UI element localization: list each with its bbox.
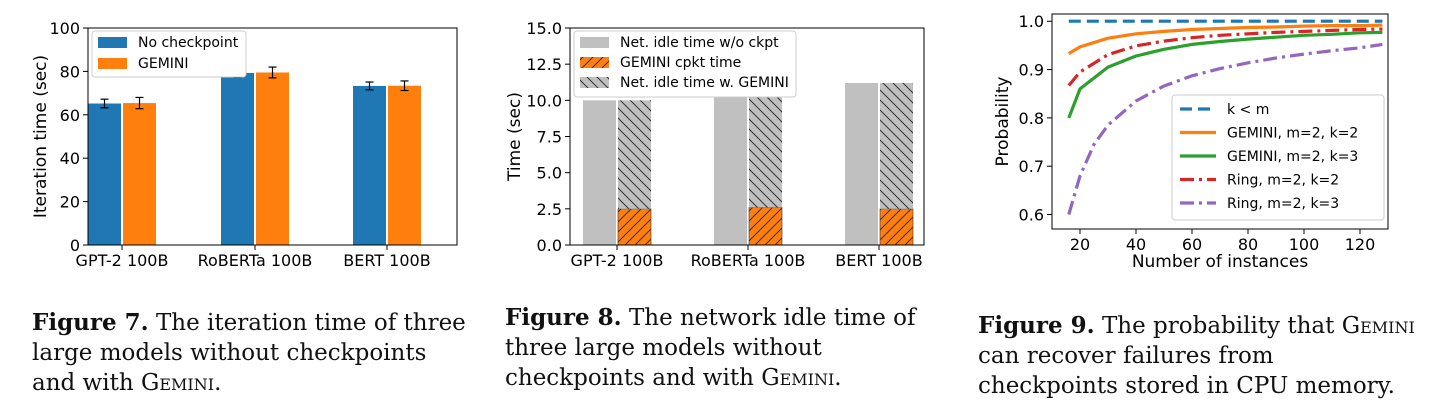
y-tick-label: 1.0 [1019, 12, 1044, 31]
y-tick-label: 15.0 [526, 19, 562, 38]
x-tick-label: 60 [1182, 235, 1202, 254]
legend-label: No checkpoint [138, 35, 239, 51]
legend-box [91, 30, 247, 78]
y-tick-label: 100 [49, 19, 80, 38]
bar-idle-without-ckpt [714, 75, 747, 246]
figure-9-caption: Figure 9. The probability that Gemini ca… [978, 311, 1418, 401]
line-series-3 [1067, 27, 1383, 87]
line-series-1 [1067, 23, 1383, 55]
legend-label: GEMINI [138, 56, 189, 72]
y-tick-label: 10.0 [526, 91, 562, 110]
x-tick-label: 100 [1289, 235, 1320, 254]
legend-label: GEMINI, m=2, k=3 [1227, 149, 1358, 165]
caption-label: Figure 7. [32, 309, 149, 336]
legend-label: Net. idle time w/o ckpt [620, 35, 779, 51]
plot-frame [87, 27, 458, 246]
bar-no-checkpoint [88, 103, 121, 246]
x-tick-label: BERT 100B [343, 251, 430, 270]
legend-label: Net. idle time w. GEMINI [620, 75, 789, 91]
y-tick-label: 2.5 [537, 200, 562, 219]
y-tick-label: 5.0 [537, 164, 562, 183]
y-axis-label: Time (sec) [505, 92, 525, 182]
bar-idle-with-gemini-hatch [618, 100, 651, 209]
y-tick-label: 0 [70, 236, 80, 255]
y-tick-label: 60 [60, 106, 80, 125]
bar-no-checkpoint [353, 85, 386, 246]
legend-swatch-hatch [580, 57, 609, 68]
x-tick-label: BERT 100B [835, 251, 922, 270]
caption-label: Figure 8. [505, 304, 622, 331]
bar-gemini [388, 85, 421, 245]
bar-idle-without-ckpt [845, 82, 878, 246]
x-tick-label: 20 [1070, 235, 1090, 254]
plot-frame [1051, 13, 1389, 230]
bar-idle-without-ckpt [583, 100, 616, 245]
bar-gemini-ckpt-hatch [748, 207, 783, 246]
bar-gemini-ckpt-hatch [617, 208, 652, 246]
x-tick-label: 120 [1345, 235, 1376, 254]
bar-idle-with-gemini-hatch [880, 82, 913, 209]
figure-7-caption: Figure 7. The iteration time of three la… [32, 308, 472, 398]
caption-gemini: Gemini [1341, 313, 1415, 339]
legend-label: GEMINI cpkt time [620, 55, 741, 71]
x-tick-label: RoBERTa 100B [198, 251, 313, 270]
caption-gemini: Gemini [761, 365, 835, 391]
legend-label: k < m [1227, 102, 1269, 118]
bar-gemini [256, 72, 289, 245]
y-tick-label: 0.6 [1019, 206, 1044, 225]
caption-text: The probability that [1094, 313, 1342, 339]
legend-label: Ring, m=2, k=2 [1227, 173, 1339, 189]
y-tick-label: 0.7 [1019, 157, 1044, 176]
legend-label: GEMINI, m=2, k=2 [1227, 126, 1358, 142]
line-series-4 [1067, 42, 1383, 215]
bar-no-checkpoint [221, 72, 254, 245]
x-tick-label: GPT-2 100B [76, 251, 169, 270]
legend-box [573, 30, 797, 98]
y-tick-label: 40 [60, 149, 80, 168]
y-tick-label: 12.5 [526, 55, 562, 74]
y-axis-label: Probability [993, 77, 1013, 167]
legend-swatch [98, 37, 127, 48]
y-tick-label: 7.5 [537, 128, 562, 147]
legend-swatch [98, 58, 127, 69]
x-tick-label: 40 [1126, 235, 1146, 254]
bar-gemini [123, 103, 156, 245]
x-tick-label: GPT-2 100B [571, 251, 664, 270]
bar-idle-with-gemini-hatch [749, 75, 782, 208]
y-tick-label: 0.8 [1019, 109, 1044, 128]
x-tick-label: 80 [1238, 235, 1258, 254]
caption-gemini: Gemini [140, 370, 215, 396]
legend-label: Ring, m=2, k=3 [1227, 196, 1339, 212]
legend-swatch-hatch [580, 77, 609, 88]
y-tick-label: 0.9 [1019, 61, 1044, 80]
caption-text: The iteration time of three large models… [32, 310, 466, 396]
y-tick-label: 80 [60, 62, 80, 81]
legend-swatch [580, 37, 609, 48]
legend-box [1171, 94, 1385, 221]
x-tick-label: RoBERTa 100B [691, 251, 806, 270]
y-axis-label: Iteration time (sec) [31, 55, 51, 218]
y-tick-label: 0.0 [537, 236, 562, 255]
caption-tail: can recover failures from checkpoints st… [978, 343, 1395, 399]
caption-tail: . [834, 365, 842, 391]
caption-tail: . [214, 370, 222, 396]
caption-text: The network idle time of three large mod… [505, 305, 916, 391]
caption-label: Figure 9. [978, 312, 1095, 339]
line-series-2 [1067, 30, 1383, 119]
figure-8-caption: Figure 8. The network idle time of three… [505, 303, 945, 393]
x-axis-label: Number of instances [1132, 252, 1309, 272]
bar-gemini-ckpt-hatch [879, 208, 914, 246]
y-tick-label: 20 [60, 193, 80, 212]
